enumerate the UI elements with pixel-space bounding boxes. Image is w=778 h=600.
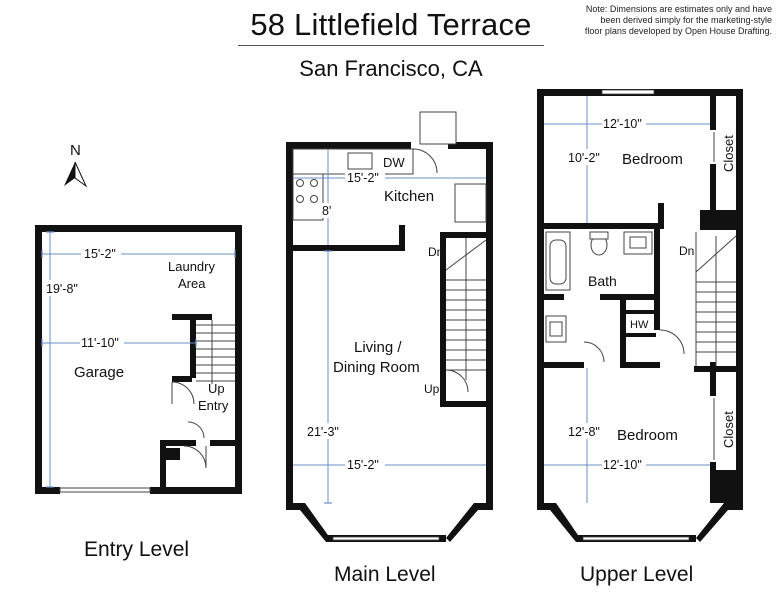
- laundry-label-1: Laundry: [168, 259, 215, 274]
- upper-level-label: Upper Level: [580, 563, 694, 586]
- living-width-dim: 15'-2": [347, 458, 379, 472]
- water-heater-label: HW: [630, 319, 649, 331]
- garage-width-dim: 11'-10": [81, 336, 119, 350]
- living-label-1: Living /: [354, 339, 402, 356]
- upper-level-plan: 12'-10" 10'-2" 12'-8" 12'-10" Bedroom Cl…: [537, 89, 743, 542]
- north-label: N: [70, 142, 81, 159]
- entry-up-label: Up: [208, 381, 225, 396]
- upper-dn-label: Dn: [679, 244, 694, 258]
- laundry-label-2: Area: [178, 276, 206, 291]
- bedroom2-label: Bedroom: [617, 427, 678, 444]
- entry-level-plan: 15'-2" 19'-8" 11'-10" Laundry Area Garag…: [35, 225, 242, 494]
- kitchen-label: Kitchen: [384, 188, 434, 205]
- plan-subtitle: San Francisco, CA: [299, 56, 483, 81]
- closet2-label: Closet: [721, 411, 736, 448]
- title-underline: [238, 45, 544, 46]
- dishwasher-label: DW: [383, 155, 405, 170]
- bedroom2-depth-dim: 12'-8": [568, 425, 600, 439]
- main-up-label: Up: [424, 382, 440, 396]
- bedroom2-width-dim: 12'-10": [603, 458, 642, 472]
- closet1-label: Closet: [721, 135, 736, 172]
- living-depth-dim: 21'-3": [307, 425, 339, 439]
- main-level-plan: 15'-2" 8' 21'-3" 15'-2" DW Kitchen Dn Li…: [286, 111, 493, 542]
- bedroom1-width-dim: 12'-10": [603, 117, 642, 131]
- north-arrow-icon: N: [64, 142, 88, 188]
- kitchen-depth-dim: 8': [322, 204, 331, 218]
- entry-label: Entry: [198, 398, 229, 413]
- entry-level-label: Entry Level: [84, 538, 190, 561]
- entry-depth-dim: 19'-8": [46, 282, 78, 296]
- main-dn-label: Dn: [428, 245, 443, 259]
- bedroom1-depth-dim: 10'-2": [568, 151, 600, 165]
- garage-label: Garage: [74, 364, 124, 381]
- bath-label: Bath: [588, 273, 617, 289]
- kitchen-width-dim: 15'-2": [347, 171, 379, 185]
- bedroom1-label: Bedroom: [622, 151, 683, 168]
- living-label-2: Dining Room: [333, 359, 420, 376]
- main-level-label: Main Level: [334, 563, 436, 586]
- disclaimer-note: Note: Dimensions are estimates only and …: [584, 4, 772, 36]
- entry-width-dim: 15'-2": [84, 247, 116, 261]
- plan-title: 58 Littlefield Terrace: [250, 7, 532, 42]
